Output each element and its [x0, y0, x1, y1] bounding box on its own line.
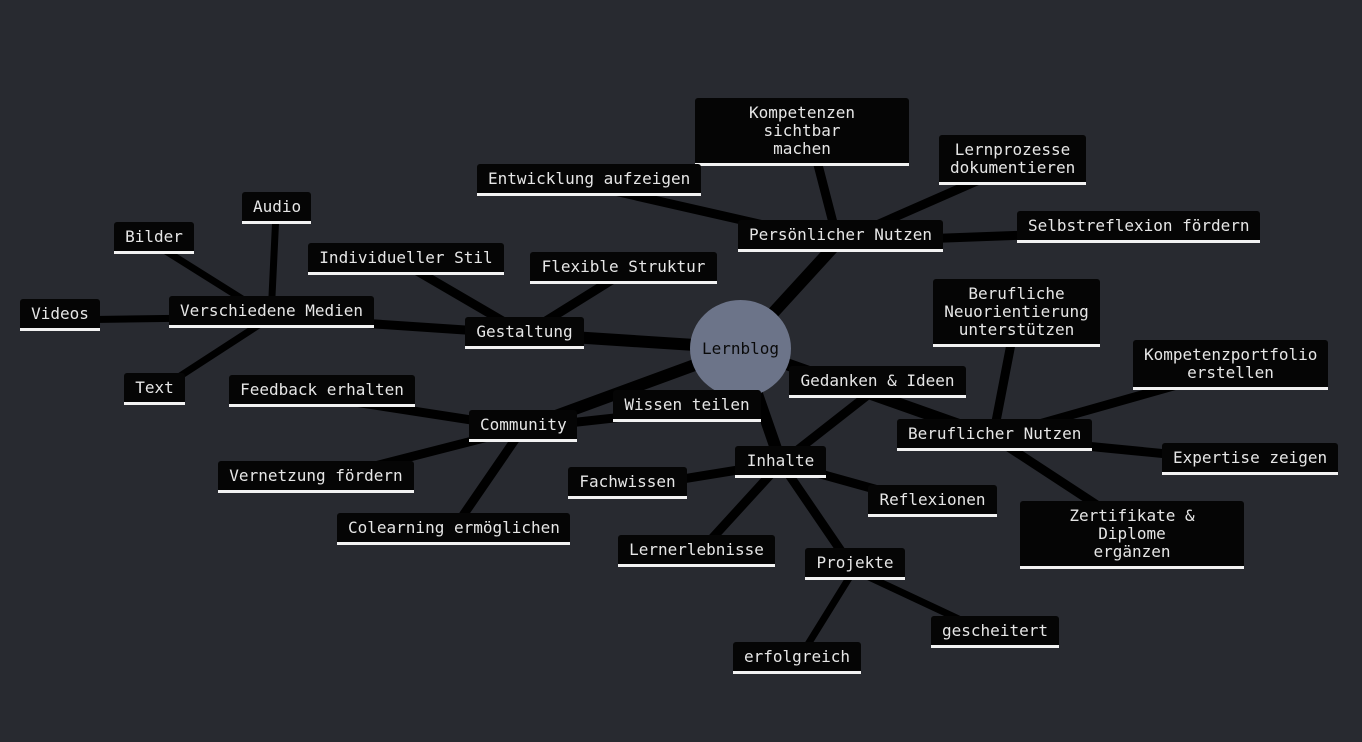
- node-lernprozesse-dokumentieren[interactable]: Lernprozesse dokumentieren: [939, 135, 1086, 185]
- node-erfolgreich[interactable]: erfolgreich: [733, 642, 861, 674]
- node-persoenlicher-nutzen[interactable]: Persönlicher Nutzen: [738, 220, 943, 252]
- node-zertifikate-diplome[interactable]: Zertifikate & Diplome ergänzen: [1020, 501, 1244, 569]
- node-lernerlebnisse[interactable]: Lernerlebnisse: [618, 535, 775, 567]
- node-inhalte[interactable]: Inhalte: [735, 446, 826, 478]
- node-wissen-teilen[interactable]: Wissen teilen: [613, 390, 761, 422]
- node-feedback-erhalten[interactable]: Feedback erhalten: [229, 375, 415, 407]
- node-kompetenzen-sichtbar-machen[interactable]: Kompetenzen sichtbar machen: [695, 98, 909, 166]
- node-community[interactable]: Community: [469, 410, 577, 442]
- node-audio[interactable]: Audio: [242, 192, 311, 224]
- node-text[interactable]: Text: [124, 373, 185, 405]
- node-gescheitert[interactable]: gescheitert: [931, 616, 1059, 648]
- node-individueller-stil[interactable]: Individueller Stil: [308, 243, 504, 275]
- node-gestaltung[interactable]: Gestaltung: [465, 317, 584, 349]
- node-entwicklung-aufzeigen[interactable]: Entwicklung aufzeigen: [477, 164, 701, 196]
- node-berufliche-neuorientierung[interactable]: Berufliche Neuorientierung unterstützen: [933, 279, 1100, 347]
- node-vernetzung-foerdern[interactable]: Vernetzung fördern: [218, 461, 414, 493]
- node-flexible-struktur[interactable]: Flexible Struktur: [530, 252, 717, 284]
- node-projekte[interactable]: Projekte: [805, 548, 905, 580]
- node-beruflicher-nutzen[interactable]: Beruflicher Nutzen: [897, 419, 1092, 451]
- node-videos[interactable]: Videos: [20, 299, 100, 331]
- node-fachwissen[interactable]: Fachwissen: [568, 467, 687, 499]
- node-bilder[interactable]: Bilder: [114, 222, 194, 254]
- node-verschiedene-medien[interactable]: Verschiedene Medien: [169, 296, 374, 328]
- node-gedanken-ideen[interactable]: Gedanken & Ideen: [789, 366, 966, 398]
- node-expertise-zeigen[interactable]: Expertise zeigen: [1162, 443, 1338, 475]
- node-selbstreflexion-foerdern[interactable]: Selbstreflexion fördern: [1017, 211, 1260, 243]
- node-reflexionen[interactable]: Reflexionen: [868, 485, 997, 517]
- node-kompetenzportfolio-erstellen[interactable]: Kompetenzportfolio erstellen: [1133, 340, 1328, 390]
- node-colearning-ermoeglichen[interactable]: Colearning ermöglichen: [337, 513, 570, 545]
- root-node[interactable]: Lernblog: [690, 300, 791, 397]
